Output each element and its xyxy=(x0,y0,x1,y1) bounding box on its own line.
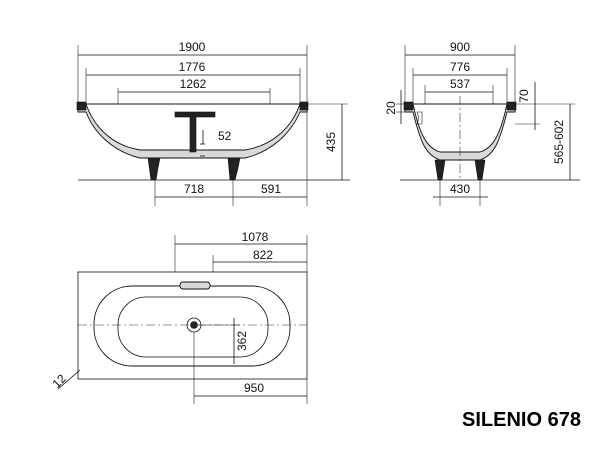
product-title: SILENIO 678 xyxy=(462,409,581,431)
end-rim-left xyxy=(403,101,414,111)
dim-leg-offset-right: 591 xyxy=(261,182,281,196)
overflow-cover xyxy=(179,281,211,290)
dim-drain-offset: 362 xyxy=(235,331,249,351)
end-leg-right xyxy=(474,159,486,181)
end-leg-left xyxy=(434,159,446,181)
dim-overall-length: 1900 xyxy=(179,40,206,54)
side-view: 1900 1776 1262 52 435 718 591 xyxy=(76,40,350,206)
dim-bottom-width: 537 xyxy=(450,77,470,91)
end-view: 900 776 537 20 70 565-602 430 xyxy=(384,40,580,206)
dim-leg-spacing: 430 xyxy=(450,182,470,196)
dim-corner-radius: 12 xyxy=(49,371,69,391)
corner-leader xyxy=(57,369,81,390)
dim-inner-length: 1776 xyxy=(179,60,206,74)
leg-left xyxy=(147,157,161,181)
dim-rim-thickness: 20 xyxy=(384,101,398,115)
end-rim-right xyxy=(506,101,517,111)
dim-overall-width: 900 xyxy=(450,40,470,54)
dim-total-height: 435 xyxy=(324,132,338,152)
dim-rim-depth: 70 xyxy=(517,89,531,103)
leg-right xyxy=(227,157,241,181)
rim-left xyxy=(76,101,87,111)
dim-drain-from-edge: 950 xyxy=(244,381,264,395)
dim-inner-width: 776 xyxy=(450,60,470,74)
rim-right xyxy=(299,101,309,111)
dim-drain-height: 52 xyxy=(218,129,232,143)
dim-height-range: 565-602 xyxy=(552,120,566,164)
dim-bottom-length: 1262 xyxy=(180,77,207,91)
dim-leg-offset-left: 718 xyxy=(184,182,204,196)
tub-bottom-area xyxy=(117,296,269,358)
dim-drain-to-end: 1078 xyxy=(242,230,269,244)
dim-overflow-to-end: 822 xyxy=(253,248,273,262)
waste-pipe xyxy=(189,115,197,153)
tub-outline xyxy=(77,271,308,380)
plan-view: 1078 822 362 950 12 xyxy=(49,230,308,404)
